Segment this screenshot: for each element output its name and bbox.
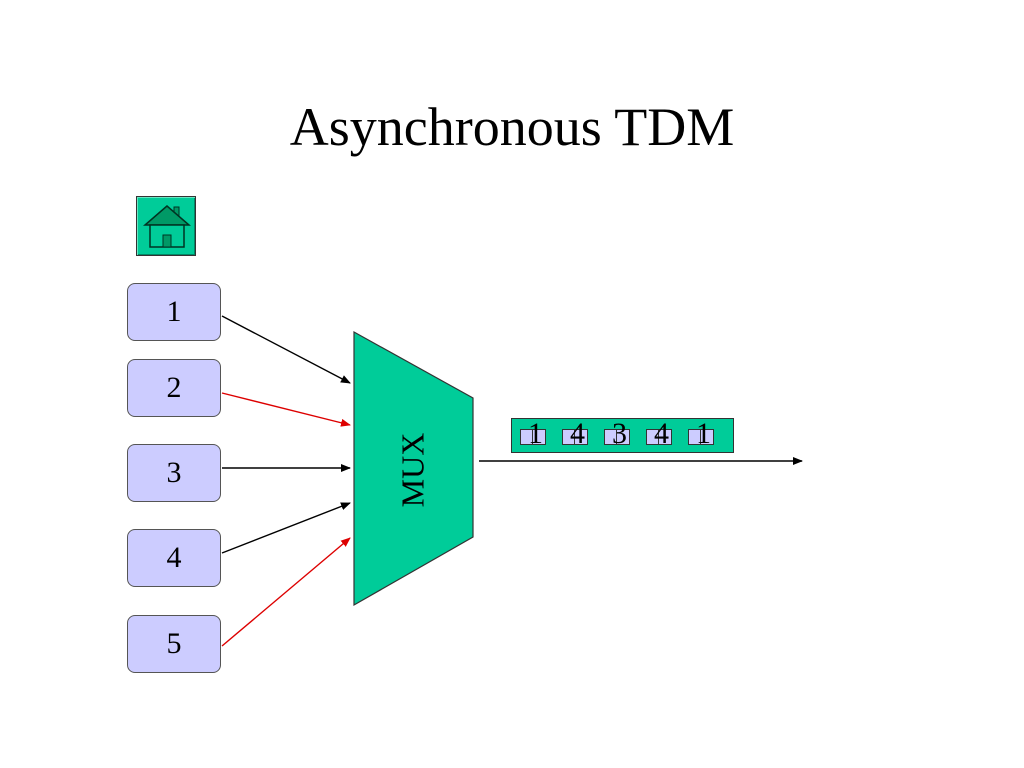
slide-title: Asynchronous TDM xyxy=(289,97,735,157)
wire-source-1 xyxy=(221,315,351,384)
slot-box xyxy=(562,428,588,445)
wire-source-2 xyxy=(221,392,351,427)
mux-block xyxy=(353,330,474,607)
slot-label: 4 xyxy=(570,416,585,450)
wire-source-5 xyxy=(221,537,351,647)
home-icon xyxy=(142,205,192,248)
slot-box xyxy=(646,428,672,445)
source-4[interactable]: 4 xyxy=(127,529,221,587)
frame-slot: 4 xyxy=(562,416,596,451)
slot-label: 1 xyxy=(528,416,543,450)
source-2[interactable]: 2 xyxy=(127,359,221,417)
frame-slot: 1 xyxy=(520,416,554,451)
source-5[interactable]: 5 xyxy=(127,615,221,673)
frame-slot: 4 xyxy=(646,416,680,451)
mux-label: MUX xyxy=(394,432,431,508)
wire-source-4 xyxy=(221,502,351,554)
slot-box xyxy=(520,428,546,445)
frame-slot: 1 xyxy=(688,416,722,451)
source-1[interactable]: 1 xyxy=(127,283,221,341)
frame-slot: 3 xyxy=(604,416,638,451)
slot-label: 1 xyxy=(696,416,711,450)
slot-box xyxy=(604,428,630,445)
source-3[interactable]: 3 xyxy=(127,444,221,502)
home-button[interactable] xyxy=(136,196,196,256)
output-frame: 1 4 3 4 1 xyxy=(511,418,734,453)
slot-box xyxy=(688,428,714,445)
slot-label: 4 xyxy=(654,416,669,450)
slot-label: 3 xyxy=(612,416,627,450)
